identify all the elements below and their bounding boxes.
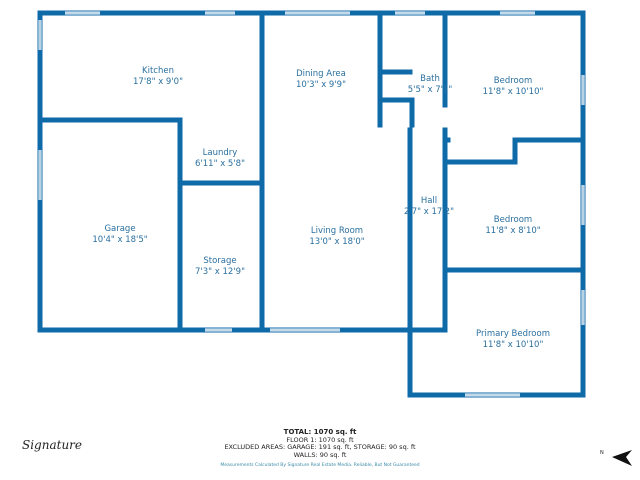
- room-name: Storage: [203, 256, 237, 266]
- room-name: Hall: [420, 196, 438, 206]
- room-size: 11'8" x 10'10": [482, 87, 544, 97]
- north-arrow-icon: [612, 450, 632, 466]
- room-name: Dining Area: [296, 69, 346, 79]
- room-size: 7'3" x 12'9": [195, 267, 245, 277]
- room-size: 17'8" x 9'0": [133, 77, 183, 87]
- area-summary: TOTAL: 1070 sq. ft FLOOR 1: 1070 sq. ft …: [224, 428, 416, 459]
- room-name: Bath: [420, 74, 440, 84]
- room-size: 5'5" x 7'1": [407, 85, 453, 95]
- room-size: 2'7" x 17'2": [404, 207, 454, 217]
- signature-logo: Signature: [22, 438, 83, 452]
- room-name: Living Room: [310, 226, 364, 236]
- room-name: Bedroom: [493, 76, 533, 86]
- north-label: N: [600, 450, 604, 456]
- room-size: 13'0" x 18'0": [309, 237, 365, 247]
- total-area: TOTAL: 1070 sq. ft: [283, 428, 357, 436]
- walls-area: WALLS: 90 sq. ft: [293, 450, 347, 459]
- laundry-wall: [177, 117, 265, 333]
- bath-walls: [377, 10, 415, 128]
- excluded-areas: EXCLUDED AREAS: GARAGE: 191 sq. ft, STOR…: [224, 443, 416, 451]
- room-size: 11'8" x 10'10": [482, 340, 544, 350]
- disclaimer: Measurements Calculated By Signature Rea…: [220, 463, 420, 468]
- room-size: 11'8" x 8'10": [485, 226, 541, 236]
- bedroom-walls: [407, 10, 586, 333]
- room-size: 6'11" x 5'8": [195, 159, 245, 169]
- room-size: 10'3" x 9'9": [296, 80, 346, 90]
- room-size: 10'4" x 18'5": [92, 235, 148, 245]
- room-name: Kitchen: [142, 66, 174, 76]
- room-name: Garage: [104, 224, 136, 234]
- room-name: Laundry: [202, 148, 238, 158]
- floor-area: FLOOR 1: 1070 sq. ft: [286, 435, 354, 444]
- room-name: Primary Bedroom: [476, 329, 550, 339]
- room-name: Bedroom: [493, 215, 533, 225]
